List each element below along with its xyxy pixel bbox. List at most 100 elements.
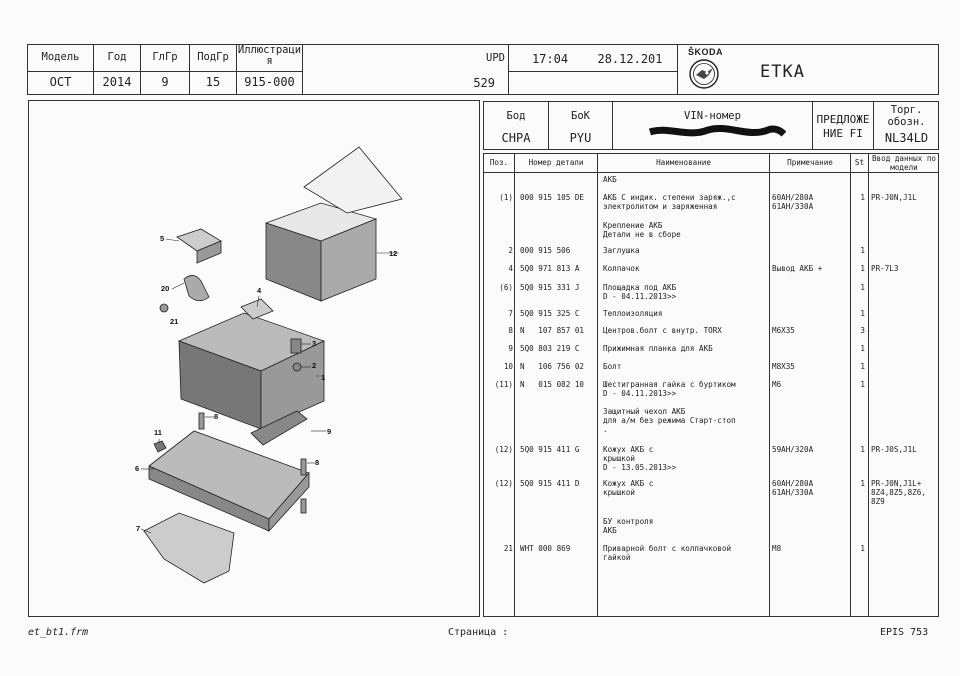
subheader-bar	[483, 101, 939, 150]
table-cell-pos: 10	[503, 362, 513, 371]
table-cell-pos: 21	[503, 544, 513, 553]
page-label: Страница :	[448, 627, 509, 638]
table-cell-name: Колпачок	[603, 264, 640, 273]
table-cell-name: Шестигранная гайка с буртиком D - 04.11.…	[603, 380, 736, 398]
col-header-name: Наименование	[656, 158, 711, 167]
table-cell-st: 1	[860, 380, 865, 389]
trade-value: NL34LD	[884, 131, 929, 145]
table-cell-name: Кожух АКБ с крышкой D - 13.05.2013>>	[603, 445, 677, 472]
parts-table	[483, 153, 939, 617]
table-cell-st: 1	[860, 362, 865, 371]
col-header-note: Примечание	[787, 158, 833, 167]
table-cell-name: Защитный чехол АКБ для а/м без режима Ст…	[603, 407, 736, 434]
callout-8-right: 8	[315, 458, 320, 467]
app-title: ETKA	[760, 62, 805, 82]
table-cell-model: PR-J0N,J1L+ 8Z4,8Z5,8Z6, 8Z9	[871, 479, 926, 506]
col-header-st: St	[854, 158, 865, 167]
callout-3: 3	[312, 339, 317, 348]
table-cell-note: Вывод АКБ +	[772, 264, 823, 273]
table-cell-pos: (1)	[499, 193, 513, 202]
table-cell-part: 5Q0 971 813 A	[520, 264, 580, 273]
callout-7: 7	[136, 524, 141, 533]
system-label: EPIS 753	[880, 627, 929, 638]
trade-label: Торг. обозн.	[887, 104, 926, 128]
gearbox-value: PYU	[569, 131, 592, 145]
date-display: 28.12.201	[597, 52, 663, 66]
upd-label: UPD	[486, 52, 505, 64]
table-cell-st: 1	[860, 344, 865, 353]
table-cell-model: PR-J0S,J1L	[871, 445, 917, 454]
table-cell-st: 1	[860, 309, 865, 318]
table-cell-note: M8X35	[772, 362, 795, 371]
table-cell-note: M6X35	[772, 326, 795, 335]
table-cell-name: БУ контроля АКБ	[603, 517, 654, 535]
table-cell-pos: 7	[508, 309, 513, 318]
table-cell-part: WHT 000 869	[520, 544, 571, 553]
table-cell-pos: (12)	[494, 445, 513, 454]
table-cell-name: АКБ	[603, 175, 617, 184]
year-label: Год	[107, 51, 127, 63]
table-cell-name: Кожух АКБ с крышкой	[603, 479, 654, 497]
brand-label: ŠKODA	[688, 47, 724, 57]
table-cell-pos: 8	[508, 326, 513, 335]
callout-21: 21	[170, 317, 179, 326]
table-cell-note: 60AH/280A 61AH/330A	[772, 479, 814, 497]
table-cell-part: 5Q0 915 411 D	[520, 479, 580, 488]
table-cell-name: Приварной болт с колпачковой гайкой	[603, 544, 732, 562]
illustration-label: Иллюстраци я	[237, 44, 302, 67]
table-cell-part: 5Q0 803 219 C	[520, 344, 580, 353]
table-cell-note: 59AH/320A	[772, 445, 814, 454]
main-group-label: ГлГр	[152, 51, 178, 63]
gearbox-label: БоК	[571, 110, 590, 122]
callout-9: 9	[327, 427, 332, 436]
callout-1: 1	[321, 373, 326, 382]
col-header-part: Номер детали	[528, 158, 584, 167]
table-cell-st: 1	[860, 544, 865, 553]
table-cell-name: Площадка под АКБ D - 04.11.2013>>	[603, 283, 677, 301]
table-cell-name: Теплоизоляция	[603, 309, 663, 318]
illustration-value: 915-000	[244, 75, 295, 89]
table-cell-name: Центров.болт с внутр. TORX	[603, 326, 722, 335]
engine-value: CHPA	[501, 131, 531, 145]
header-bar	[27, 44, 939, 95]
skoda-logo-icon	[688, 58, 720, 90]
callout-12: 12	[389, 249, 398, 258]
table-cell-name: Крепление АКБ Детали не в сборе	[603, 221, 681, 239]
table-cell-pos: (12)	[494, 479, 513, 488]
table-cell-st: 1	[860, 479, 865, 488]
table-cell-note: M8	[772, 544, 782, 553]
table-cell-pos: (6)	[499, 283, 513, 292]
sub-group-label: ПодГр	[197, 51, 229, 63]
table-cell-st: 1	[860, 246, 865, 255]
callout-8-top: 8	[214, 412, 219, 421]
table-cell-name: Болт	[603, 362, 622, 371]
vin-redaction	[648, 124, 787, 140]
form-name: et_bt1.frm	[28, 627, 89, 638]
upd-value: 529	[473, 76, 495, 90]
callout-11: 11	[154, 428, 162, 437]
callout-2: 2	[312, 361, 317, 370]
table-cell-part: N 107 857 01	[520, 326, 585, 335]
main-group-value: 9	[161, 75, 169, 89]
table-cell-st: 1	[860, 264, 865, 273]
table-cell-st: 1	[860, 445, 865, 454]
table-cell-model: PR-J0N,J1L	[871, 193, 917, 202]
table-cell-pos: 9	[508, 344, 513, 353]
table-cell-name: АКБ С индик. степени заряж.,с электролит…	[603, 193, 736, 211]
table-cell-part: 000 915 506	[520, 246, 571, 255]
table-cell-name: Прижимная планка для АКБ	[603, 344, 713, 353]
col-header-pos: Поз.	[489, 158, 509, 167]
table-cell-pos: 4	[508, 264, 513, 273]
table-cell-note: M6	[772, 380, 782, 389]
vin-label: VIN-номер	[684, 110, 741, 122]
table-cell-pos: (11)	[494, 380, 513, 389]
model-value: OCT	[49, 75, 72, 89]
table-cell-name: Заглушка	[603, 246, 640, 255]
col-header-model: Ввод данных по модели	[871, 154, 936, 172]
table-cell-part: N 106 756 02	[520, 362, 585, 371]
callout-6: 6	[135, 464, 140, 473]
table-cell-part: 5Q0 915 411 G	[520, 445, 580, 454]
table-cell-st: 1	[860, 193, 865, 202]
illustration-panel: 5 20 21 4 12 3 2 1 11 8 9 6 8 7	[28, 100, 480, 617]
callout-20: 20	[161, 284, 170, 293]
